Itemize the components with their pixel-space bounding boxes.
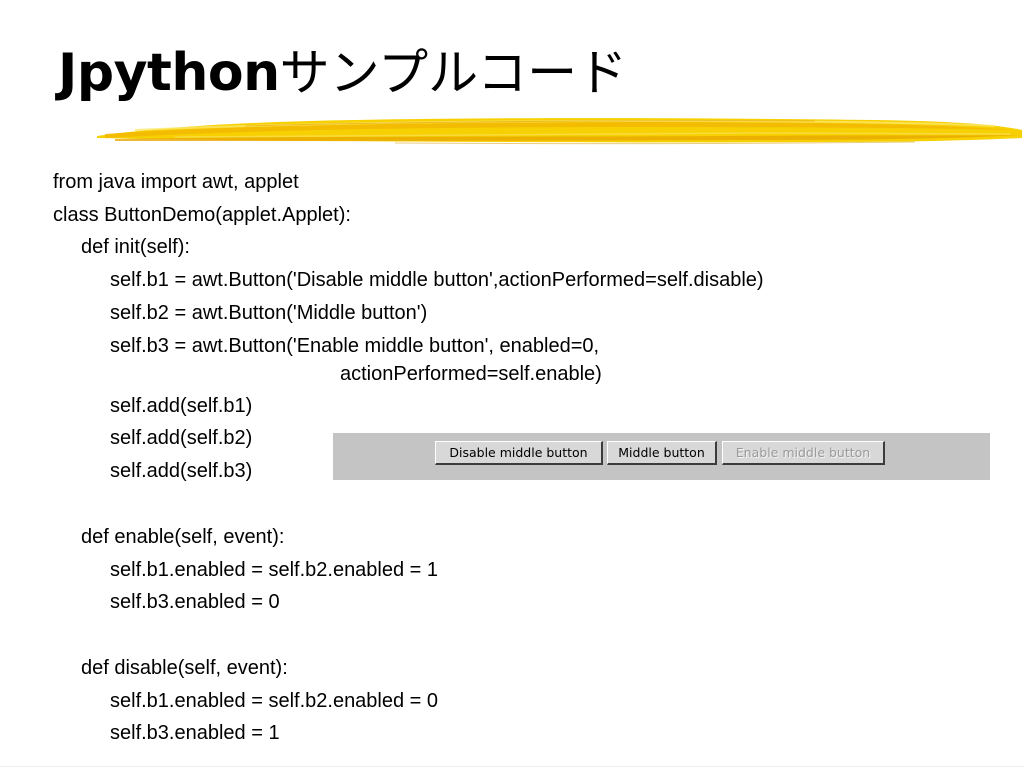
code-line: class ButtonDemo(applet.Applet):: [53, 204, 351, 226]
disable-middle-button[interactable]: Disable middle button: [435, 441, 603, 465]
enable-middle-button: Enable middle button: [722, 441, 885, 465]
code-line: def init(self):: [81, 236, 190, 258]
footer-divider: [0, 766, 1024, 767]
applet-demo-panel: Disable middle button Middle button Enab…: [333, 433, 990, 480]
code-line: self.b1 = awt.Button('Disable middle but…: [110, 269, 764, 291]
code-line: from java import awt, applet: [53, 171, 299, 193]
slide-title-latin: Jpython: [58, 43, 280, 103]
code-line: def enable(self, event):: [81, 526, 285, 548]
code-line: self.add(self.b3): [110, 460, 253, 482]
code-line: self.b3.enabled = 1: [110, 722, 280, 744]
code-line: self.add(self.b1): [110, 395, 253, 417]
slide-title-japanese: サンプルコード: [279, 44, 628, 102]
middle-button[interactable]: Middle button: [607, 441, 717, 465]
code-line: self.add(self.b2): [110, 427, 253, 449]
code-line: def disable(self, event):: [81, 657, 288, 679]
code-line-continuation: actionPerformed=self.enable): [340, 363, 602, 385]
code-line: self.b3 = awt.Button('Enable middle butt…: [110, 335, 600, 357]
code-line: self.b1.enabled = self.b2.enabled = 0: [110, 690, 439, 712]
code-line: self.b3.enabled = 0: [110, 591, 280, 613]
code-line: self.b2 = awt.Button('Middle button'): [110, 302, 428, 324]
code-line: self.b1.enabled = self.b2.enabled = 1: [110, 559, 439, 581]
yellow-brush-stroke: [97, 118, 1022, 145]
